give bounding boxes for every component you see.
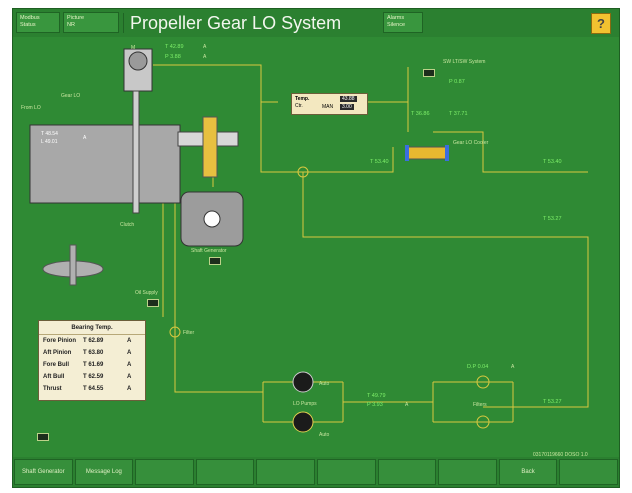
footer-button-4[interactable] [195,459,255,485]
line-filter-icon[interactable] [169,326,181,338]
cooler-label: Gear LO Cooler [453,140,489,146]
bearing-alarm: A [127,338,132,344]
temp-ctrl-setpoint: 3.00 [340,104,354,110]
shaft-generator-button[interactable]: Shaft Generator [14,459,73,485]
page-title: Propeller Gear LO System [123,13,390,33]
bearing-row: Fore Pinion T 62.89 A [39,335,145,347]
lo-pump-2-icon[interactable] [292,411,314,433]
bearing-name: Thrust [43,386,62,392]
pump-temp: T 49.79 [367,393,386,399]
bearing-row: Aft Pinion T 63.80 A [39,347,145,359]
cooler-out-temp: T 37.71 [449,111,468,117]
line-temp-1: T 53.40 [370,159,389,165]
modbus-status-button[interactable]: Modbus Status [16,12,60,33]
bearing-value: T 64.55 [83,386,104,392]
temp-ctrl-title: Temp. [295,96,310,102]
alarm-a2: A [203,54,207,60]
bearing-name: Fore Pinion [43,338,76,344]
line-temp-2: T 53.40 [543,159,562,165]
bearing-row: Fore Bull T 61.69 A [39,359,145,371]
footer-bar: Shaft Generator Message Log Back [13,457,619,487]
message-log-button[interactable]: Message Log [74,459,134,485]
footer-button-6[interactable] [316,459,376,485]
bearing-value: T 63.80 [83,350,104,356]
from-lo-label: From LO [21,105,41,111]
bearing-title: Bearing Temp. [39,321,145,335]
footer-button-5[interactable] [256,459,315,485]
picture-button[interactable]: Picture NR [63,12,119,33]
bearing-alarm: A [127,374,132,380]
footer-button-3[interactable] [135,459,194,485]
bearing-alarm: A [127,362,132,368]
btn-line2: Silence [387,22,406,28]
btn-line1: Alarms [387,15,405,21]
btn-line2: NR [67,22,75,28]
sw-system-label: SW LT/SW System [443,59,486,65]
bearing-name: Aft Bull [43,374,65,380]
clutch-label: Clutch [120,222,135,228]
bearing-name: Aft Pinion [43,350,72,356]
temp-controller[interactable]: Temp. Ctr. 43.88 MAN 3.00 [291,93,368,115]
pump2-mode: Auto [319,432,330,438]
sg-tag-button[interactable] [209,257,221,265]
bearing-name: Fore Bull [43,362,70,368]
bearing-alarm: A [127,386,132,392]
gearbox-icon [29,124,181,204]
filter-1-icon[interactable] [476,375,490,389]
scada-window: Modbus Status Picture NR Propeller Gear … [12,8,620,488]
bearing-row: Aft Bull T 62.59 A [39,371,145,383]
gearbox-level: L 49.01 [41,139,58,145]
pump-pressure: P 3.93 [367,402,383,408]
bearing-value: T 62.59 [83,374,104,380]
btn-line1: Picture [67,15,85,21]
lo-pumps-label: LO Pumps [293,401,317,407]
sw-pressure: P 0.87 [449,79,465,85]
filter-dp: D.P 0.04 [467,364,489,370]
gearbox-temp: T 48.54 [41,131,58,137]
btn-line1: Modbus [20,15,40,21]
propeller-icon [42,244,104,286]
cooler-icon[interactable] [407,146,447,160]
temp-ctrl-value: 43.88 [340,96,357,102]
alarms-button[interactable]: Alarms Silence [383,12,423,33]
motor-label: M [131,45,136,51]
footer-button-7[interactable] [377,459,437,485]
line-temp-3: T 53.27 [543,216,562,222]
bearing-alarm: A [127,350,132,356]
footer-button-10[interactable] [559,459,618,485]
sw-tag-button[interactable] [423,69,435,77]
back-button[interactable]: Back [498,459,558,485]
lo-pump-1-icon[interactable] [292,371,314,393]
bearing-value: T 61.69 [83,362,104,368]
piping-diagram [29,48,589,433]
gearbox-alarm: A [83,135,87,141]
pump1-mode: Auto [319,381,330,387]
temp-ctrl-mode: MAN [322,104,334,110]
oil-supply-label: Oil Supply [135,290,158,296]
filter-dp-alarm: A [511,364,515,370]
help-icon[interactable]: ? [591,13,611,34]
cooler-in-temp: T 36.86 [411,111,430,117]
btn-line2: Status [20,22,36,28]
pump-alarm: A [405,402,409,408]
alarm-a1: A [203,44,207,50]
filter-label: Filter [183,330,195,336]
bearing-row: Thrust T 64.55 A [39,383,145,395]
footer-button-8[interactable] [438,459,497,485]
nav-tag-button[interactable] [37,433,49,441]
bearing-value: T 62.89 [83,338,104,344]
motor-temp: T 42.89 [165,44,184,50]
filters-label: Filters [473,402,487,408]
motor-pressure: P 3.88 [165,54,181,60]
oil-tag-button[interactable] [147,299,159,307]
filter-2-icon[interactable] [476,415,490,429]
filter-out-temp: T 53.27 [543,399,562,405]
shaft-generator-label: Shaft Generator [191,248,227,254]
lo-storage-label: Gear LO [61,93,81,99]
mixing-valve-icon[interactable] [297,166,309,178]
screen-id: 03170119660 DOSO 1.0 [533,452,588,458]
header-bar: Modbus Status Picture NR Propeller Gear … [13,9,619,37]
temp-ctrl-sub: Ctr. [295,103,303,109]
